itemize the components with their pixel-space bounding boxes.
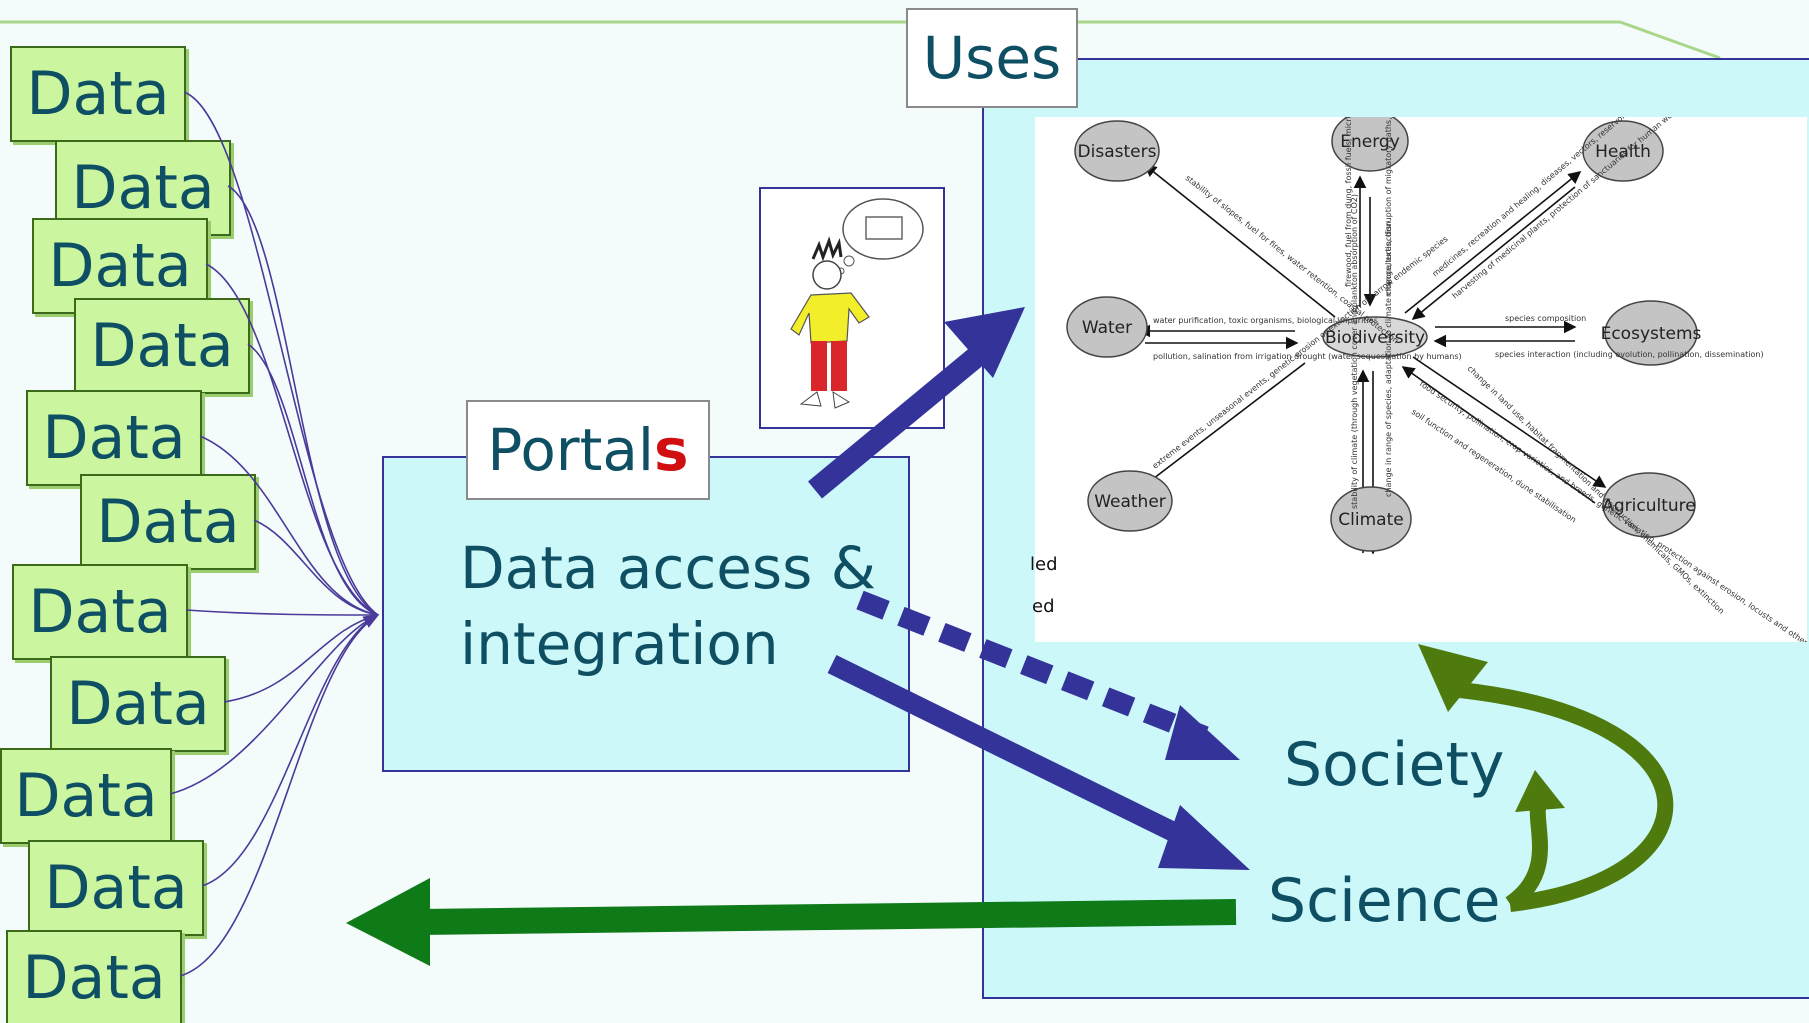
arrow-to-society [856, 590, 1240, 760]
uses-title: Uses [906, 8, 1078, 108]
connector-line [223, 614, 379, 703]
node-ecosystems: Ecosystems [1601, 324, 1702, 344]
node-disasters: Disasters [1078, 142, 1157, 162]
portal-description: Data access & integration [460, 530, 900, 682]
portals-title-text: Portal [487, 416, 655, 484]
data-box: Data [10, 46, 186, 142]
node-energy: Energy [1340, 132, 1400, 152]
society-label: Society [1284, 730, 1505, 800]
node-water: Water [1082, 318, 1132, 338]
connector-line [205, 263, 379, 616]
data-box: Data [12, 564, 188, 660]
link-label: species interaction (including evolution… [1495, 350, 1764, 359]
data-box: Data [80, 474, 256, 570]
arrow-to-science [827, 655, 1250, 870]
arrow-to-uses [807, 307, 1025, 499]
data-box: Data [6, 930, 182, 1023]
data-box: Data [28, 840, 204, 936]
data-box: Data [50, 656, 226, 752]
diagram-fragment: ed [1032, 596, 1055, 617]
node-weather: Weather [1094, 492, 1166, 512]
link-label: firewood, fuel from dung, fossil fuels, … [1344, 117, 1353, 287]
connector-line [227, 185, 379, 616]
diagram-fragment: led [1030, 554, 1058, 575]
connector-line [199, 435, 379, 616]
link-label: monocultures, disruption of migratory pa… [1384, 117, 1393, 297]
data-box: Data [74, 298, 250, 394]
node-biodiversity: Biodiversity [1325, 328, 1425, 348]
connector-line [179, 614, 380, 977]
arrow-science-loop [1459, 682, 1674, 912]
arrowhead [1418, 644, 1488, 712]
link-label: pollution, salination from irrigation dr… [1153, 352, 1462, 361]
link-label: water purification, toxic organisms, bio… [1153, 316, 1378, 325]
portal-description-line: integration [460, 610, 779, 678]
link-label: stability of climate (through vegetation… [1350, 194, 1359, 509]
node-climate: Climate [1338, 510, 1403, 530]
link-label: change in range of species, adaptation t… [1384, 221, 1393, 497]
link-label: species composition [1505, 314, 1586, 323]
connector-line [247, 343, 379, 616]
data-box: Data [0, 748, 172, 844]
portal-description-line: Data access & [460, 534, 877, 602]
child-drawing [759, 187, 945, 429]
connector-line [253, 519, 379, 616]
connector-line [183, 91, 379, 616]
portals-title-suffix: s [654, 416, 689, 484]
arrow-science-to-data [346, 878, 1237, 966]
science-label: Science [1268, 866, 1501, 936]
connector-line [185, 609, 379, 616]
node-health: Health [1595, 142, 1651, 162]
arrowhead [1515, 770, 1565, 812]
connector-line [201, 614, 379, 887]
link-disasters [1143, 164, 1336, 318]
node-agriculture: Agriculture [1602, 496, 1696, 516]
biodiversity-diagram: Disasters Energy Health Water Ecosystems… [1035, 0, 1809, 661]
top-decoration [0, 20, 1721, 60]
data-box: Data [26, 390, 202, 486]
portals-title: Portals [466, 400, 710, 500]
portals-panel [382, 456, 910, 772]
connector-line [169, 614, 379, 795]
